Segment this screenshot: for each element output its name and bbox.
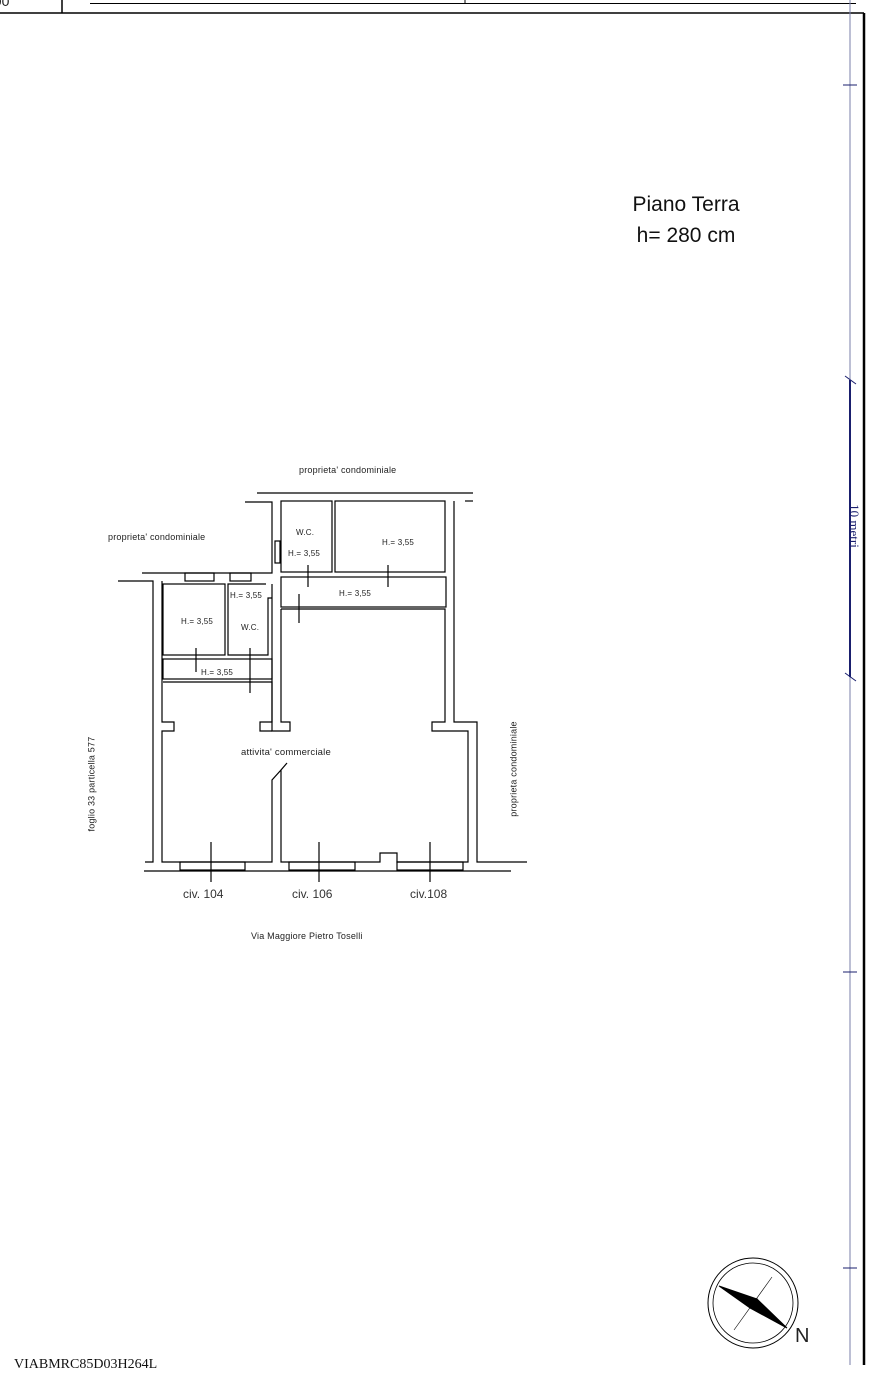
label-top-neighbor: proprieta' condominiale: [299, 465, 397, 475]
room-height: H.= 3,55: [201, 668, 234, 677]
room-name: W.C.: [241, 623, 260, 632]
room-height: H.= 3,55: [339, 589, 372, 598]
room-height: H.= 3,55: [382, 538, 415, 547]
scale-bar-label: 10 metri: [846, 504, 862, 548]
label-street: Via Maggiore Pietro Toselli: [251, 931, 363, 941]
room-height: H.= 3,55: [288, 549, 321, 558]
room-name: W.C.: [296, 528, 315, 537]
scale-fragment: 100: [0, 0, 10, 9]
floor-height: h= 280 cm: [636, 224, 736, 247]
room-height: H.= 3,55: [230, 591, 263, 600]
compass-north-label: N: [795, 1325, 810, 1347]
label-right-neighbor: proprieta condominiale: [508, 721, 519, 817]
walls: [118, 492, 527, 882]
entrance-label: civ.108: [410, 887, 448, 901]
entrance-label: civ. 106: [292, 887, 333, 901]
entrance-label: civ. 104: [183, 887, 224, 901]
footer-code: VIABMRC85D03H264L: [14, 1357, 158, 1372]
north-compass-icon: [707, 1257, 799, 1349]
label-cadastral-ref: foglio 33 particella 577: [86, 736, 97, 832]
label-main-room: attivita' commerciale: [241, 747, 331, 758]
label-left-neighbor: proprieta' condominiale: [108, 532, 206, 542]
floor-name: Piano Terra: [632, 193, 740, 216]
scale-bar: [843, 0, 857, 1365]
room-height: H.= 3,55: [181, 617, 214, 626]
